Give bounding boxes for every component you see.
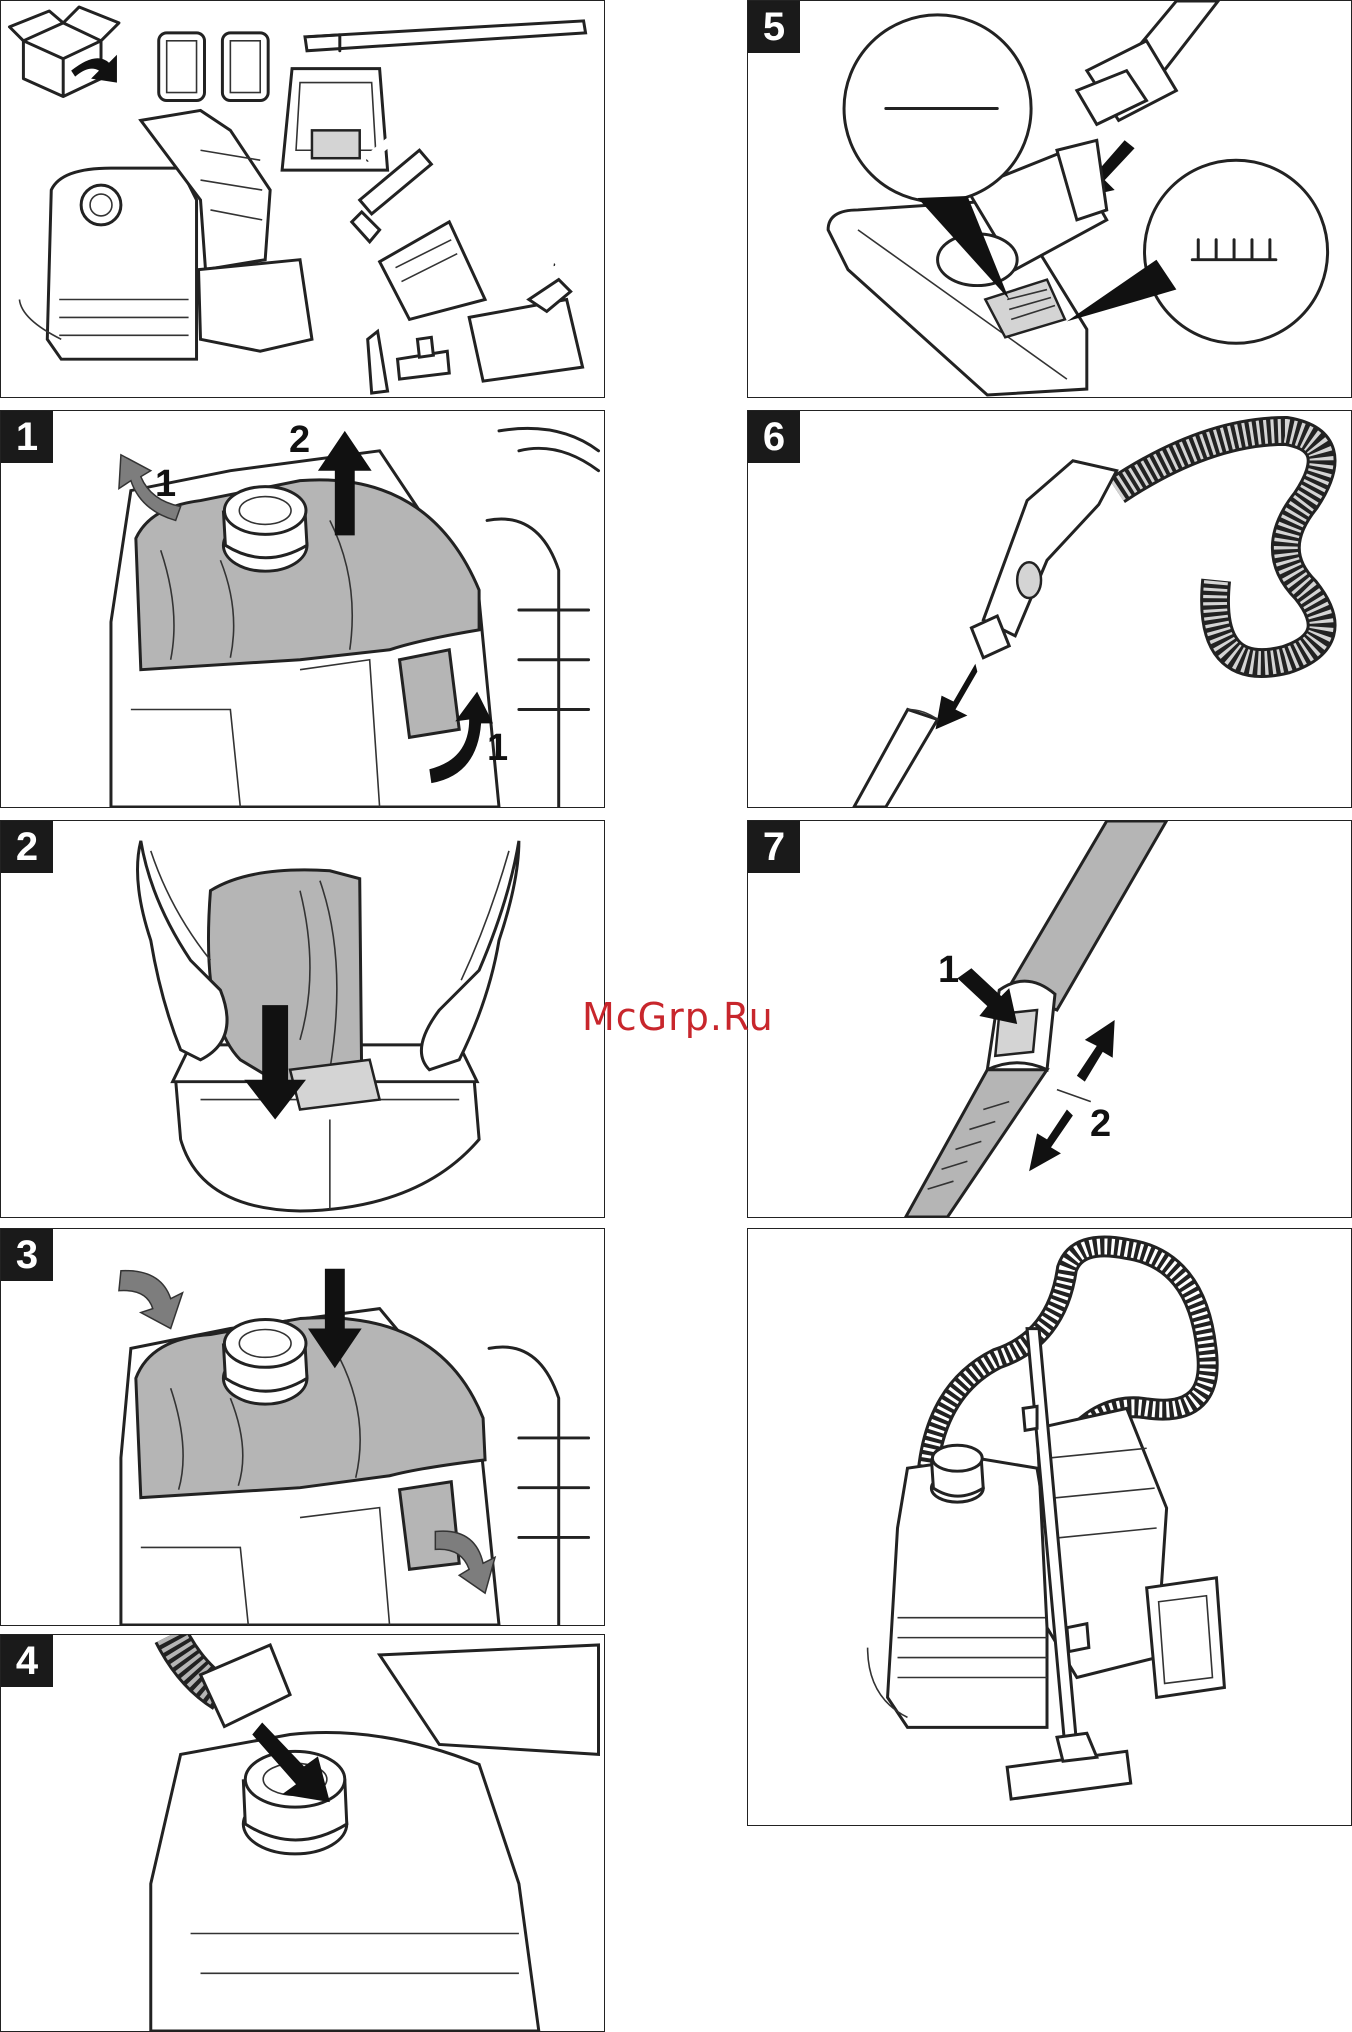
step-number-1: 1	[1, 411, 53, 463]
step-number-6: 6	[748, 411, 800, 463]
step-3-illustration	[1, 1229, 604, 1625]
panel-step-1: 1 1 2 1	[0, 410, 605, 808]
panel-assembled	[747, 1228, 1352, 1826]
step-number-7: 7	[748, 821, 800, 873]
step-2-illustration	[1, 821, 604, 1217]
step-number-4: 4	[1, 1635, 53, 1687]
panel-step-6: 6	[747, 410, 1352, 808]
step-number-2: 2	[1, 821, 53, 873]
callout-7-2: 2	[1090, 1103, 1111, 1146]
step-number-5: 5	[748, 1, 800, 53]
step-6-illustration	[748, 411, 1351, 807]
panel-step-2: 2	[0, 820, 605, 1218]
step-number-3: 3	[1, 1229, 53, 1281]
step-4-illustration	[1, 1635, 604, 2031]
hard-floor-symbol-icon	[884, 103, 996, 113]
panel-contents	[0, 0, 605, 398]
panel-step-4: 4	[0, 1634, 605, 2032]
step-7-illustration	[748, 821, 1351, 1217]
callout-1a: 1	[155, 463, 176, 506]
watermark: McGrp.Ru	[582, 995, 774, 1039]
callout-7-1: 1	[938, 949, 959, 992]
contents-illustration	[1, 1, 604, 397]
step-1-illustration	[1, 411, 604, 807]
assembled-illustration	[748, 1229, 1351, 1825]
panel-step-7: 7 1 2	[747, 820, 1352, 1218]
callout-2: 2	[289, 419, 310, 462]
callout-1b: 1	[487, 727, 508, 770]
panel-step-3: 3	[0, 1228, 605, 1626]
step-5-illustration	[748, 1, 1351, 397]
panel-step-5: 5	[747, 0, 1352, 398]
unpack-box-icon	[9, 7, 118, 97]
